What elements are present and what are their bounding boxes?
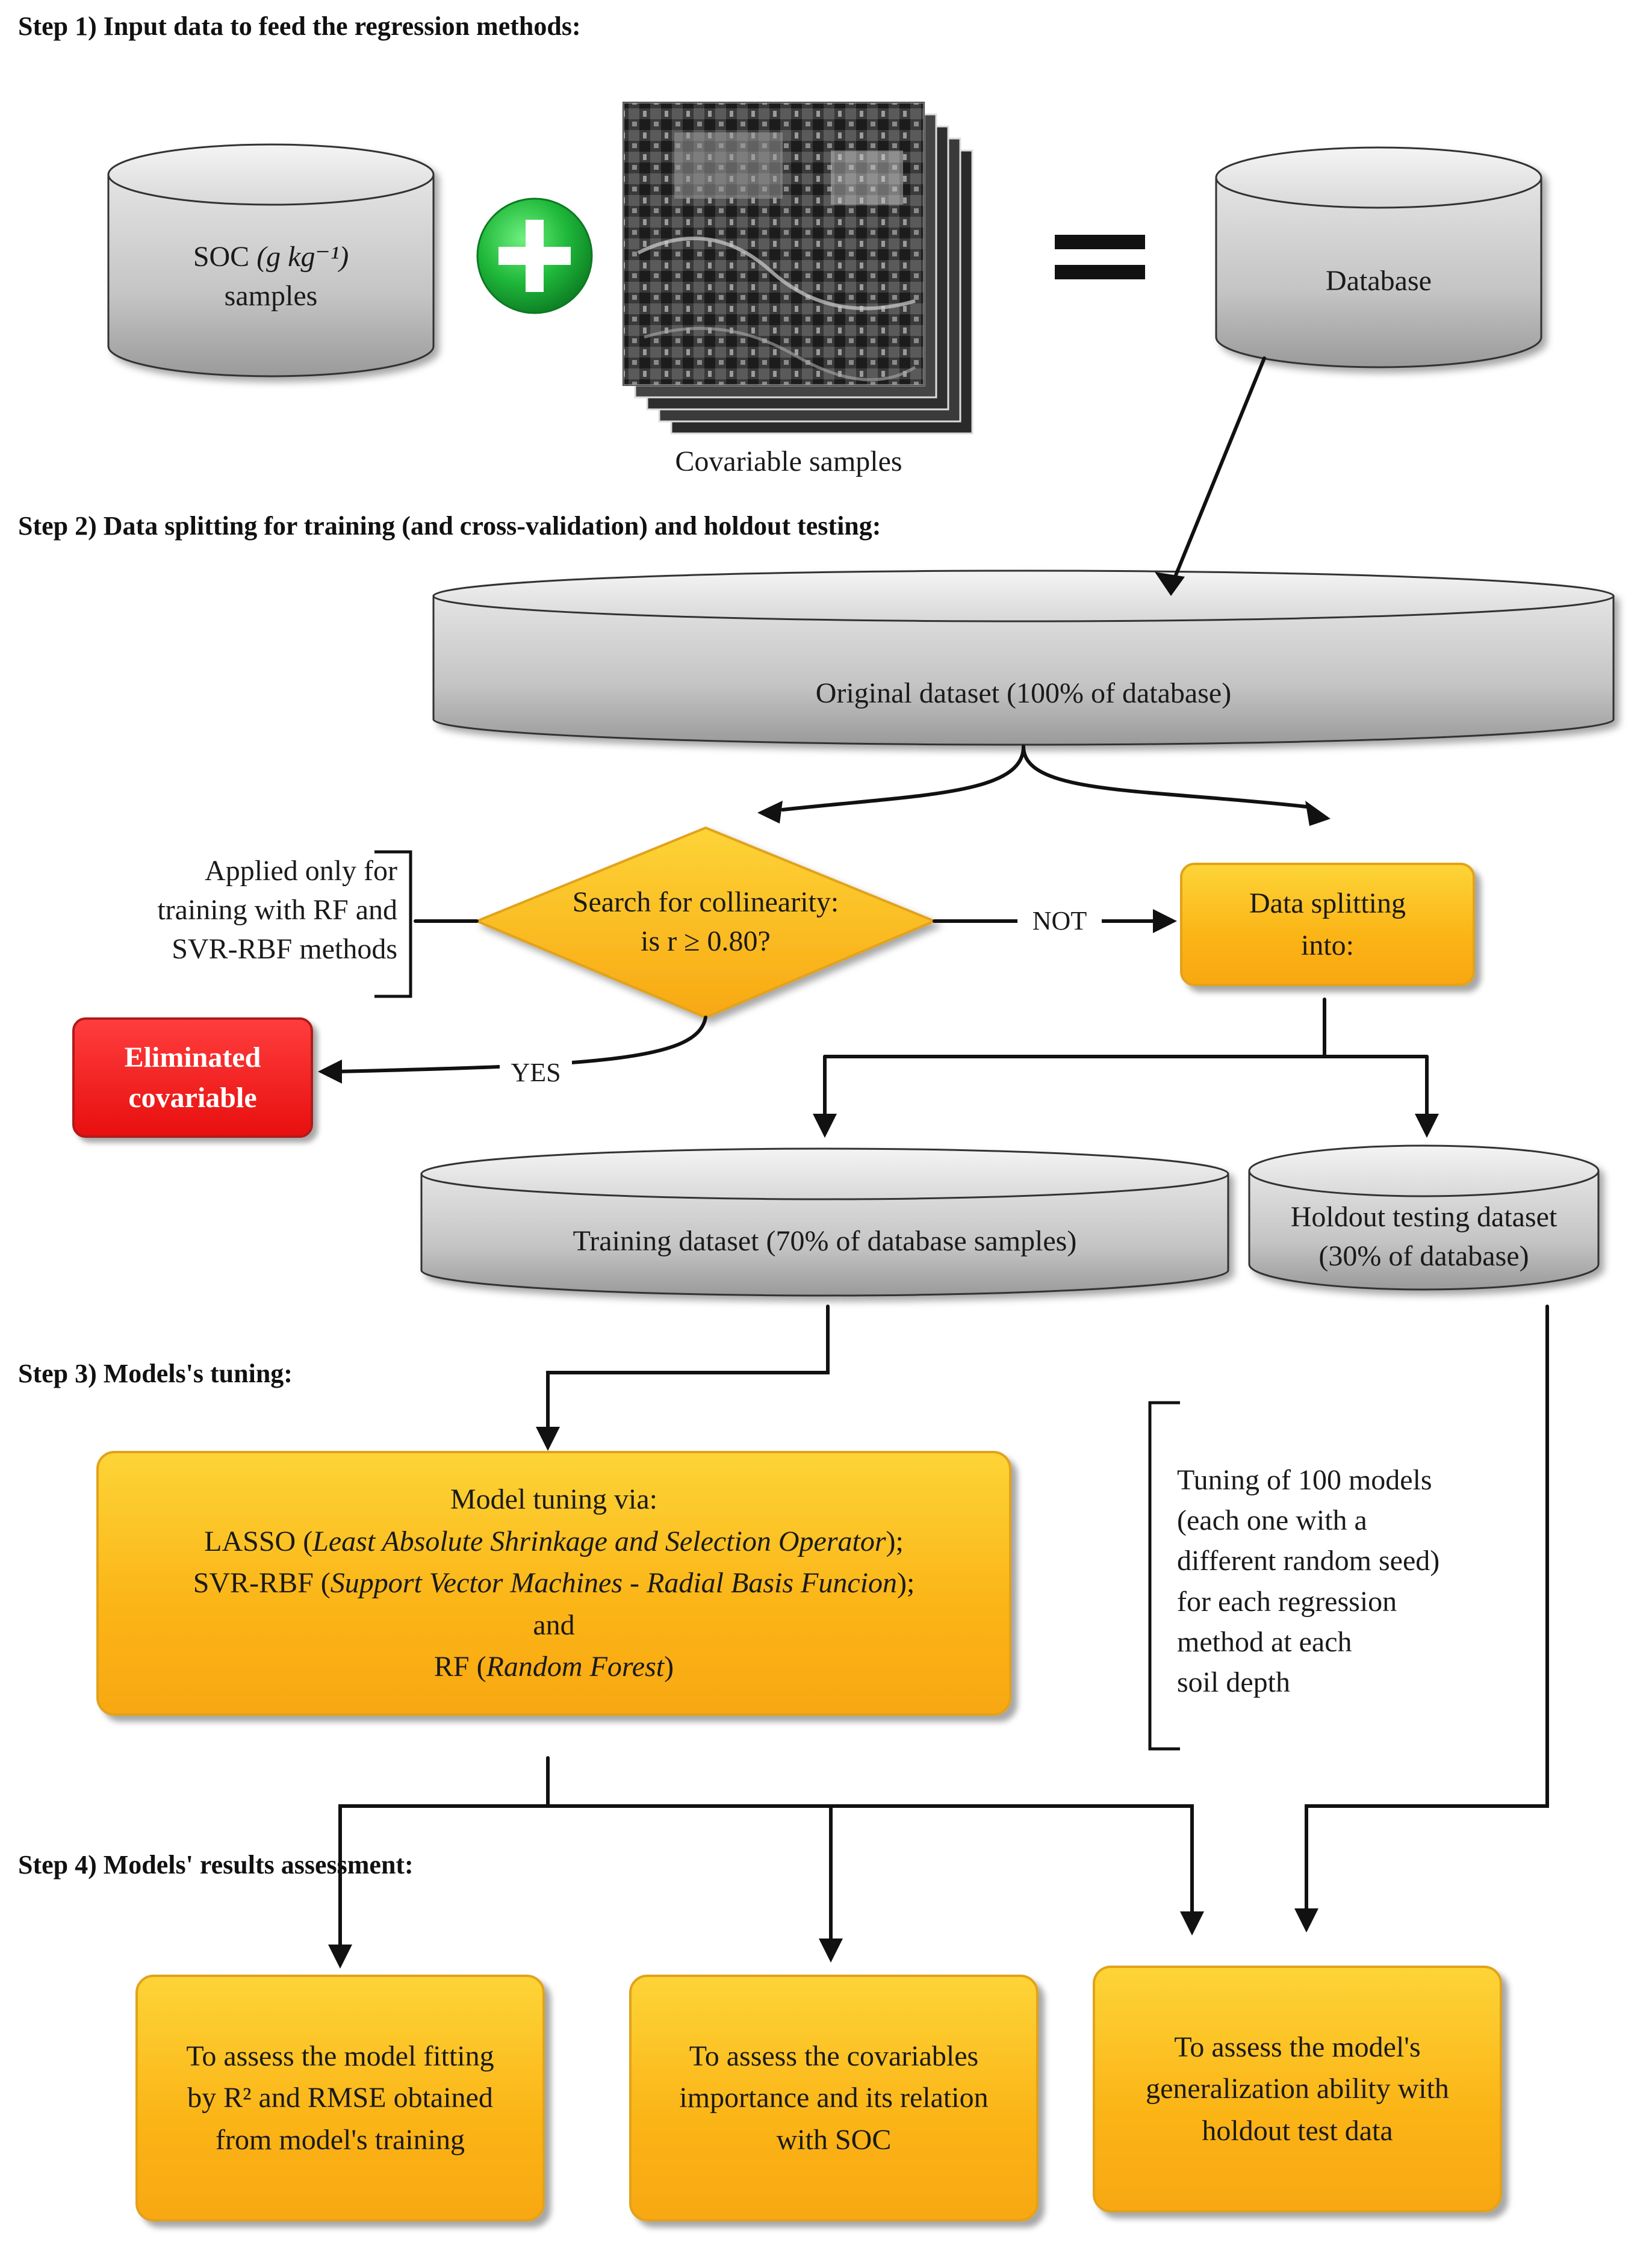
step2-heading: Step 2) Data splitting for training (and… — [18, 511, 881, 541]
step3-heading: Step 3) Models's tuning: — [18, 1359, 293, 1388]
soc-samples-cylinder — [107, 143, 435, 377]
holdout-dataset-label: Holdout testing dataset (30% of database… — [1249, 1198, 1598, 1276]
green-plus-circle-icon — [476, 197, 593, 314]
soc-unit: (g kg⁻¹) — [256, 241, 349, 273]
connector-lines — [332, 356, 1549, 1952]
box1-line: from model's training — [216, 2123, 465, 2156]
tuning-title: Model tuning via: — [450, 1483, 657, 1516]
and-word: and — [533, 1609, 575, 1641]
lasso-full: Least Absolute Shrinkage and Selection O… — [312, 1525, 886, 1557]
side-note-line: Tuning of 100 models — [1177, 1464, 1432, 1496]
soc-samples-label: SOC (g kg⁻¹) samples — [108, 238, 433, 316]
data-splitting-box: Data splitting into: — [1180, 863, 1475, 986]
svr-full: Support Vector Machines - Radial Basis F… — [330, 1567, 897, 1600]
assess-model-fitting-box: To assess the model fitting by R² and RM… — [135, 1975, 545, 2221]
svr-abbr: SVR-RBF — [193, 1567, 314, 1600]
step4-heading: Step 4) Models' results assessment: — [18, 1850, 414, 1880]
holdout-dataset-cylinder — [1248, 1144, 1600, 1291]
soc-prefix: SOC — [193, 241, 250, 273]
splitting-line2: into: — [1300, 929, 1354, 961]
eliminated-line2: covariable — [128, 1082, 257, 1114]
assess-covariables-importance-box: To assess the covariables importance and… — [629, 1975, 1039, 2221]
tuning-side-note: Tuning of 100 models (each one with a di… — [1177, 1460, 1514, 1703]
box2-line: with SOC — [776, 2123, 892, 2156]
note-bracket — [374, 850, 412, 998]
collinearity-line1: Search for collinearity: — [572, 886, 839, 918]
rf-full: Random Forest — [486, 1651, 665, 1683]
splitting-line1: Data splitting — [1249, 887, 1406, 919]
tuning-note-bracket — [1148, 1401, 1180, 1751]
training-dataset-label: Training dataset (70% of database sample… — [573, 1225, 1077, 1257]
model-tuning-box: Model tuning via: LASSO (Least Absolute … — [96, 1451, 1011, 1716]
training-dataset-cylinder — [420, 1147, 1229, 1297]
note-line2: training with RF and — [157, 893, 397, 926]
box3-line: generalization ability with — [1146, 2073, 1449, 2105]
box3-line: To assess the model's — [1174, 2031, 1421, 2063]
side-note-line: for each regression — [1177, 1585, 1397, 1618]
eliminated-covariable-box: Eliminated covariable — [72, 1017, 313, 1138]
box1-line: by R² and RMSE obtained — [187, 2082, 493, 2114]
rf-abbr: RF — [433, 1651, 470, 1683]
note-line3: SVR-RBF methods — [172, 933, 397, 965]
original-dataset-cylinder — [432, 570, 1615, 746]
original-dataset-label: Original dataset (100% of database) — [815, 677, 1232, 709]
holdout-line2: (30% of database) — [1318, 1240, 1529, 1272]
holdout-line1: Holdout testing dataset — [1290, 1201, 1557, 1233]
side-note-line: soil depth — [1177, 1666, 1290, 1698]
note-line1: Applied only for — [205, 855, 397, 887]
database-cylinder — [1215, 146, 1542, 368]
arrowheads — [318, 572, 1439, 1969]
eliminated-line1: Eliminated — [124, 1041, 261, 1073]
collinearity-question: Search for collinearity: is r ≥ 0.80? — [477, 883, 934, 961]
not-edge-label: NOT — [1017, 903, 1102, 939]
side-note-line: (each one with a — [1177, 1504, 1367, 1537]
box2-line: To assess the covariables — [689, 2040, 979, 2072]
lasso-abbr: LASSO — [204, 1525, 296, 1557]
side-note-line: different random seed) — [1177, 1545, 1440, 1577]
covariable-caption: Covariable samples — [675, 445, 902, 477]
yes-edge-label: YES — [500, 1055, 572, 1091]
covariable-image-stack — [622, 101, 974, 435]
equals-sign-icon — [1055, 235, 1145, 279]
assess-generalization-box: To assess the model's generalization abi… — [1093, 1966, 1502, 2212]
box3-line: holdout test data — [1202, 2114, 1393, 2147]
database-label: Database — [1326, 265, 1432, 297]
collinearity-line2: is r ≥ 0.80? — [641, 925, 771, 957]
soc-suffix: samples — [224, 279, 318, 312]
box1-line: To assess the model fitting — [186, 2040, 494, 2072]
box2-line: importance and its relation — [679, 2082, 989, 2114]
side-note-line: method at each — [1177, 1625, 1352, 1658]
step1-heading: Step 1) Input data to feed the regressio… — [18, 11, 581, 41]
collinearity-note: Applied only for training with RF and SV… — [96, 852, 397, 969]
